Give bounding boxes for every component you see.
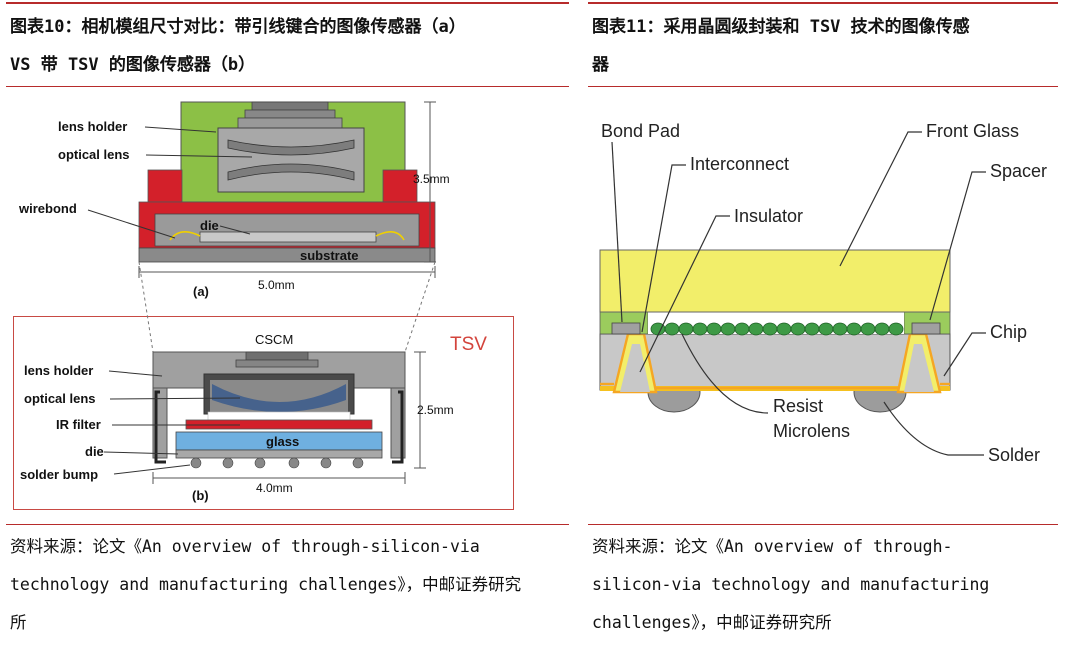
tsv-frame xyxy=(13,316,514,510)
dim-b-height: 2.5mm xyxy=(417,403,454,417)
right-caption-line1: 资料来源：论文《An overview of through- xyxy=(592,537,953,556)
label-b-solder-bump: solder bump xyxy=(20,467,98,482)
bond-pad-right xyxy=(911,322,941,335)
label-resist: Resist xyxy=(773,396,823,416)
label-b-tsv: TSV xyxy=(450,334,487,355)
caption-rule-right xyxy=(588,524,1058,526)
module-a: lens holder optical lens wirebond die su… xyxy=(18,101,450,299)
label-b-ir-filter: IR filter xyxy=(56,417,101,432)
title-rule-left xyxy=(6,86,569,88)
left-caption-line1: 资料来源：论文《An overview of through-silicon-v… xyxy=(10,537,480,556)
wafer-level-tsv-sensor-diagram: Bond Pad Interconnect Insulator Front Gl… xyxy=(599,121,1047,465)
label-a-wirebond: wirebond xyxy=(18,201,77,216)
left-title-line2: VS 带 TSV 的图像传感器（b） xyxy=(10,55,256,75)
optical-lens-b xyxy=(212,384,346,412)
right-title-line2: 器 xyxy=(592,55,609,75)
module-b: TSV CSCM glass xyxy=(20,332,487,503)
label-interconnect: Interconnect xyxy=(690,154,789,174)
left-caption-line3: 所 xyxy=(10,613,27,632)
label-chip: Chip xyxy=(990,322,1027,342)
top-rule-left xyxy=(6,2,569,4)
caption-rule-left xyxy=(6,524,569,526)
left-caption-line2: technology and manufacturing challenges》… xyxy=(10,575,522,594)
label-spacer: Spacer xyxy=(990,161,1047,181)
right-caption-line3: challenges》，中邮证券研究所 xyxy=(592,613,832,632)
optical-lens-a-bottom xyxy=(227,163,355,181)
microlens-array xyxy=(650,322,904,336)
label-b-cscm: CSCM xyxy=(255,332,293,347)
die-a xyxy=(199,231,377,243)
right-source-caption: 资料来源：论文《An overview of through- silicon-… xyxy=(592,528,1062,642)
label-a-optical-lens: optical lens xyxy=(58,147,130,162)
solder-bumps xyxy=(190,457,364,469)
die-b xyxy=(175,449,383,459)
right-title-line1: 图表11：采用晶圆级封装和 TSV 技术的图像传感 xyxy=(592,17,970,37)
right-caption-line2: silicon-via technology and manufacturing xyxy=(592,575,990,594)
top-rule-right xyxy=(588,2,1058,4)
optical-lens-a-top xyxy=(227,139,355,156)
label-b-optical-lens: optical lens xyxy=(24,391,96,406)
camera-module-comparison-diagram: lens holder optical lens wirebond die su… xyxy=(18,101,487,503)
bond-pad-left xyxy=(611,322,641,335)
label-solder: Solder xyxy=(988,445,1040,465)
front-glass xyxy=(599,249,951,313)
label-insulator: Insulator xyxy=(734,206,803,226)
dim-b-width: 4.0mm xyxy=(256,481,293,495)
label-microlens: Microlens xyxy=(773,421,850,441)
dim-a-width: 5.0mm xyxy=(258,278,295,292)
right-figure-title: 图表11：采用晶圆级封装和 TSV 技术的图像传感 器 xyxy=(592,8,1062,84)
left-figure-title: 图表10：相机模组尺寸对比：带引线键合的图像传感器（a） VS 带 TSV 的图… xyxy=(10,8,570,84)
label-bond-pad: Bond Pad xyxy=(601,121,680,141)
dim-a-height: 3.5mm xyxy=(413,172,450,186)
label-b-die: die xyxy=(85,444,104,459)
left-title-line1: 图表10：相机模组尺寸对比：带引线键合的图像传感器（a） xyxy=(10,17,466,37)
title-rule-right xyxy=(588,86,1058,88)
tag-a: (a) xyxy=(193,284,209,299)
label-b-lens-holder: lens holder xyxy=(24,363,93,378)
substrate-a xyxy=(138,247,436,263)
label-a-substrate: substrate xyxy=(300,248,359,263)
label-b-glass: glass xyxy=(266,434,299,449)
label-front-glass: Front Glass xyxy=(926,121,1019,141)
label-a-die: die xyxy=(200,218,219,233)
label-a-lens-holder: lens holder xyxy=(58,119,127,134)
left-source-caption: 资料来源：论文《An overview of through-silicon-v… xyxy=(10,528,570,642)
tag-b: (b) xyxy=(192,488,209,503)
